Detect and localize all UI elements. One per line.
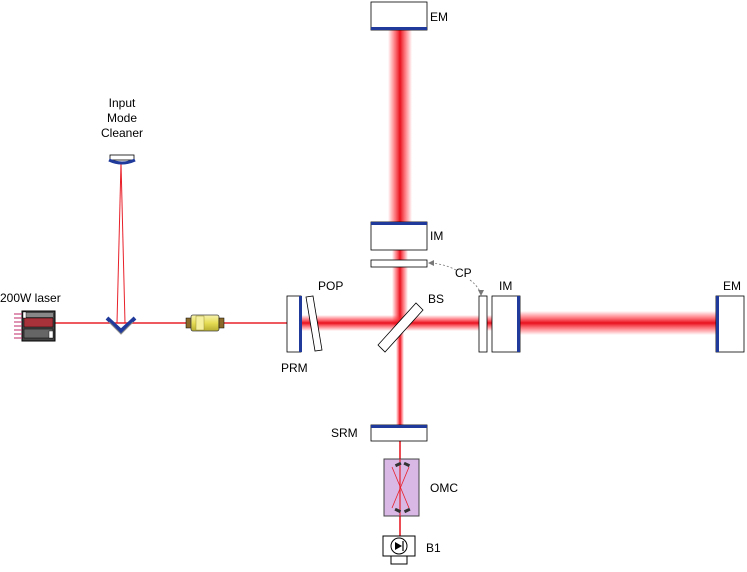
laser-label: 200W laser: [0, 291, 61, 305]
imc-label-line3: Cleaner: [100, 126, 144, 140]
beam-im-to-bs: [392, 250, 408, 325]
em-horizontal-label: EM: [723, 279, 741, 293]
horizontal-em-mirror-icon: [715, 295, 745, 353]
bs-label: BS: [428, 292, 445, 306]
horizontal-cp-plate-icon: [478, 295, 488, 353]
photodiode-icon: [382, 535, 416, 565]
vertical-cp-plate-icon: [370, 259, 428, 268]
pop-label: POP: [318, 279, 344, 293]
imc-label-line2: Mode: [106, 111, 138, 125]
laser-icon: [14, 310, 56, 342]
beam-bs-to-srm: [396, 323, 404, 428]
prm-mirror-icon: [286, 295, 302, 353]
imc-curved-mirror-icon: [108, 154, 136, 165]
omc-label: OMC: [430, 481, 458, 495]
vertical-im-mirror-icon: [370, 221, 428, 251]
cp-label: CP: [455, 266, 472, 280]
beam-bs-to-im: [400, 315, 520, 331]
horizontal-im-mirror-icon: [491, 295, 521, 353]
beam-prm-to-bs: [300, 315, 400, 331]
vertical-em-mirror-icon: [370, 1, 428, 31]
faraday-isolator-icon: [185, 314, 225, 332]
imc-label-line1: Input: [108, 96, 136, 110]
input-beam: [55, 161, 300, 324]
prm-label: PRM: [281, 361, 308, 375]
im-vertical-label: IM: [430, 229, 444, 243]
photodiode-label: B1: [426, 541, 441, 555]
srm-mirror-icon: [370, 424, 428, 442]
pop-plate-icon: [305, 295, 323, 352]
im-horizontal-label: IM: [499, 279, 513, 293]
imc-steering-mirror-icon: [105, 316, 137, 335]
srm-label: SRM: [331, 426, 358, 440]
vertical-arm-beam: [388, 28, 412, 250]
horizontal-arm-beam: [518, 311, 718, 335]
em-vertical-label: EM: [430, 10, 448, 24]
cp-arrowhead-down: [478, 290, 484, 296]
omc-cavity-icon: [383, 458, 420, 517]
cp-arrowhead-left: [428, 260, 434, 266]
beam-splitter-icon: [377, 302, 424, 353]
